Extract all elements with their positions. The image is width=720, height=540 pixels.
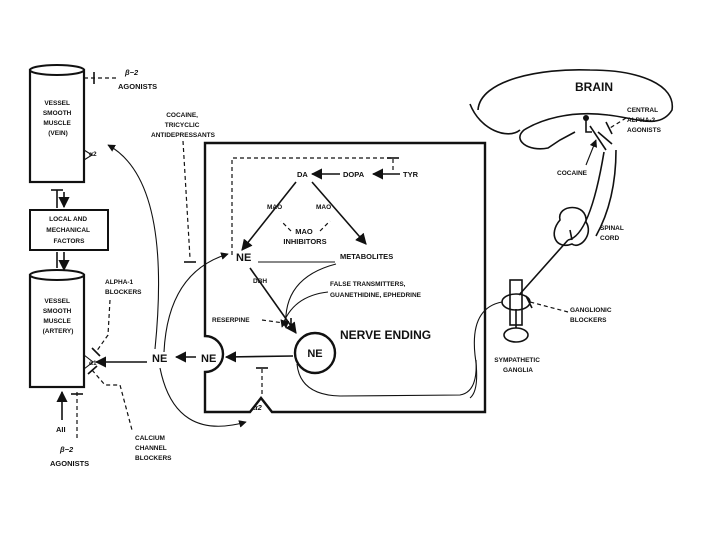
svg-text:MAO: MAO <box>316 204 331 211</box>
vein-vessel: VESSEL SMOOTH MUSCLE (VEIN) α2 <box>28 64 97 184</box>
svg-text:SYMPATHETIC GANGLIA: SYMPATHETIC GANGLIA <box>494 357 541 374</box>
svg-text:GUANETHIDINE, EPHEDRINE: GUANETHIDINE, EPHEDRINE <box>330 292 422 299</box>
angiotensin-ii: AII <box>56 390 68 434</box>
nerve-ending-terminal: NERVE ENDING <box>203 141 487 414</box>
cocaine-central: COCAINE <box>557 139 598 177</box>
svg-text:BLOCKERS: BLOCKERS <box>570 317 607 324</box>
svg-text:METABOLITES: METABOLITES <box>340 252 393 261</box>
svg-text:CORD: CORD <box>600 235 619 242</box>
central-alpha2-agonists: CENTRAL ALPHA-2 AGONISTS <box>605 107 662 135</box>
mao-inhibitors-label: MAO INHIBITORS <box>283 227 326 246</box>
alpha2-receptor-vein: α2 <box>89 151 97 158</box>
svg-text:BLOCKERS: BLOCKERS <box>105 289 142 296</box>
svg-text:β−2: β−2 <box>124 68 139 77</box>
spinal-cord: SPINAL CORD <box>518 206 624 296</box>
vein-label: VESSEL SMOOTH MUSCLE (VEIN) <box>43 100 73 137</box>
svg-text:COCAINE, TRICYCLIC: COCAINE, TRICYCLIC ANTIDEPRESSANTS <box>151 112 216 139</box>
alpha1-blockers: ALPHA-1 BLOCKERS <box>91 279 142 357</box>
svg-text:DOPA: DOPA <box>343 170 365 179</box>
svg-text:NE: NE <box>152 353 167 365</box>
svg-text:CHANNEL: CHANNEL <box>135 445 167 452</box>
svg-text:β−2: β−2 <box>59 445 74 454</box>
beta2-agonists-top: β−2 AGONISTS <box>84 68 157 91</box>
nerve-ending-label: NERVE ENDING <box>340 328 431 342</box>
calcium-channel-blockers: CALCIUM CHANNEL BLOCKERS <box>87 365 172 462</box>
presynaptic-alpha2: α2 <box>253 367 268 412</box>
ganglionic-blockers: GANGLIONIC BLOCKERS <box>525 295 612 324</box>
svg-text:SPINAL: SPINAL <box>600 225 624 232</box>
ne-vesicle: NE <box>293 331 477 397</box>
svg-text:DA: DA <box>297 170 308 179</box>
svg-text:NE: NE <box>307 348 322 360</box>
svg-text:ALPHA-2: ALPHA-2 <box>627 117 656 124</box>
svg-text:BLOCKERS: BLOCKERS <box>135 455 172 462</box>
svg-text:COCAINE: COCAINE <box>557 170 588 177</box>
svg-text:ALPHA-1: ALPHA-1 <box>105 279 134 286</box>
svg-text:NE: NE <box>201 353 216 365</box>
ne-cytoplasm: NE <box>236 252 251 264</box>
svg-text:AGONISTS: AGONISTS <box>627 127 662 134</box>
brain: BRAIN <box>469 68 673 241</box>
svg-text:AGONISTS: AGONISTS <box>118 82 157 91</box>
local-mechanical-factors-box: LOCAL AND MECHANICAL FACTORS <box>29 189 109 272</box>
svg-text:MAO: MAO <box>267 204 282 211</box>
catecholamine-synthesis: TYR DOPA DA MAO MAO MAO INHIBITORS NE ME… <box>212 157 422 334</box>
svg-text:LOCAL AND MECHANICAL: LOCAL AND MECHANICAL FACTORS <box>46 216 91 245</box>
svg-text:FALSE TRANSMITTERS,: FALSE TRANSMITTERS, <box>330 281 406 288</box>
svg-text:RESERPINE: RESERPINE <box>212 317 250 324</box>
svg-text:CALCIUM: CALCIUM <box>135 435 165 442</box>
artery-vessel: VESSEL SMOOTH MUSCLE (ARTERY) α1 <box>28 269 97 389</box>
svg-text:α2: α2 <box>253 403 263 412</box>
alpha1-receptor-artery: α1 <box>89 360 97 367</box>
beta2-agonists-bottom: β−2 AGONISTS <box>50 392 89 468</box>
svg-text:GANGLIONIC: GANGLIONIC <box>570 307 612 314</box>
svg-text:AGONISTS: AGONISTS <box>50 459 89 468</box>
svg-text:CENTRAL: CENTRAL <box>627 107 658 114</box>
cocaine-tricyclic: COCAINE, TRICYCLIC ANTIDEPRESSANTS <box>151 112 216 263</box>
artery-label: VESSEL SMOOTH MUSCLE (ARTERY) <box>43 298 74 335</box>
svg-text:TYR: TYR <box>403 170 419 179</box>
brain-label: BRAIN <box>575 80 613 94</box>
ne-release: NE NE <box>94 144 294 428</box>
svg-text:AII: AII <box>56 425 66 434</box>
sympathetic-ganglia: SYMPATHETIC GANGLIA <box>469 279 541 399</box>
